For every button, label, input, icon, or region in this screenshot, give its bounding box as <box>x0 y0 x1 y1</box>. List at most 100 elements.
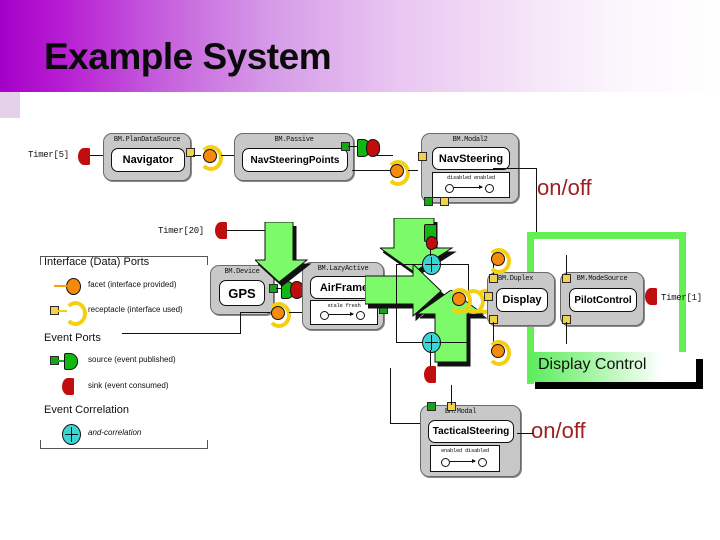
legend-panel: Interface (Data) Ports facet (interface … <box>40 252 208 458</box>
connector <box>396 264 397 342</box>
state-labels: enabled disabled <box>440 447 489 454</box>
component-name: NavSteering <box>432 147 510 170</box>
component-name: Navigator <box>111 148 185 172</box>
legend-item-source-label: source (event published) <box>88 355 176 364</box>
legend-item-sink-label: sink (event consumed) <box>88 381 169 390</box>
component-navigator[interactable]: BM.PlanDataSource Navigator <box>103 133 191 181</box>
legend-section-2-title: Event Ports <box>44 332 101 344</box>
connector <box>493 168 537 169</box>
facet-stem <box>54 285 67 287</box>
and-correlation-icon <box>62 424 81 445</box>
highlight-bar-top <box>527 232 686 239</box>
connector <box>375 155 393 156</box>
connector <box>408 170 418 171</box>
page-title: Example System <box>44 36 332 77</box>
connector <box>193 155 201 156</box>
connector <box>517 433 533 434</box>
flow-arrow-right-center <box>365 264 442 318</box>
event-source-sink-pair-icon <box>357 139 380 157</box>
connector <box>289 312 311 313</box>
facet-receptacle-connector-icon <box>267 302 291 328</box>
receptacle-port-icon <box>418 152 427 161</box>
state-labels: stale fresh <box>327 302 361 309</box>
component-name: NavSteeringPoints <box>242 148 348 172</box>
connector <box>430 350 431 368</box>
annotation-display-control: Display Control <box>528 352 696 382</box>
event-source-sink-pair-icon <box>424 224 446 250</box>
receptacle-port-icon <box>489 274 498 283</box>
event-sink-icon-timer20 <box>215 222 227 239</box>
connector <box>226 230 268 231</box>
component-gps[interactable]: BM.Device GPS <box>210 265 274 315</box>
event-sink-icon-timer5 <box>78 148 90 165</box>
component-tactical-steering[interactable]: BM.Modal TacticalSteering enabled disabl… <box>420 405 521 477</box>
flow-arrow-down-left <box>255 222 309 283</box>
annotation-onoff-top: on/off <box>537 175 592 200</box>
event-source-port-icon <box>379 305 388 314</box>
connector <box>439 342 469 343</box>
component-display[interactable]: BM.Duplex Display <box>487 272 555 326</box>
facet-icon <box>66 278 81 295</box>
slide-banner <box>0 0 720 92</box>
event-sink-icon-timer1 <box>645 288 657 305</box>
receptacle-icon <box>64 301 87 326</box>
connector <box>566 322 567 344</box>
receptacle-port-icon <box>484 292 493 301</box>
connector <box>390 423 420 424</box>
state-machine-nav-steering: disabled enabled <box>432 172 510 198</box>
event-source-icon <box>64 353 78 370</box>
connector <box>122 333 240 334</box>
state-machine-tactical-steering: enabled disabled <box>430 445 500 472</box>
component-pilot-control[interactable]: BM.ModeSource PilotControl <box>560 272 644 326</box>
connector <box>276 288 284 289</box>
highlight-bar-right <box>679 232 686 360</box>
legend-item-and-correlation-label: and-correlation <box>88 428 142 437</box>
timer-20-label: Timer[20] <box>158 226 204 236</box>
receptacle-stem <box>57 310 67 312</box>
connector <box>451 385 452 405</box>
connector <box>493 322 494 344</box>
connector <box>348 146 360 147</box>
connector <box>396 264 422 265</box>
annotation-onoff-bottom: on/off <box>531 418 586 443</box>
component-header: BM.ModeSource <box>576 275 628 283</box>
connector <box>240 312 270 313</box>
facet-receptacle-connector-icon <box>487 248 511 274</box>
component-name: AirFrame <box>310 276 378 299</box>
annotation-display-control-label: Display Control <box>538 356 647 373</box>
component-header: BM.LazyActive <box>317 265 369 273</box>
state-labels: disabled enabled <box>446 174 495 181</box>
legend-section-1-title: Interface (Data) Ports <box>44 256 150 268</box>
component-header: BM.Modal2 <box>452 136 488 144</box>
receptacle-port-icon <box>186 148 195 157</box>
event-sink-icon <box>62 378 74 395</box>
component-header: BM.Passive <box>274 136 314 144</box>
event-sink-icon <box>424 366 436 383</box>
legend-section-3-title: Event Correlation <box>44 404 129 416</box>
event-source-port-icon <box>427 402 436 411</box>
timer-1-label: Timer[1] <box>661 293 702 303</box>
timer-5-label: Timer[5] <box>28 150 69 160</box>
component-header: BM.Modal <box>445 408 477 416</box>
component-name: GPS <box>219 280 265 306</box>
facet-receptacle-connector-icon <box>386 160 410 186</box>
component-nav-steering-points[interactable]: BM.Passive NavSteeringPoints <box>234 133 354 181</box>
component-name: PilotControl <box>569 288 637 312</box>
receptacle-port-icon <box>440 197 449 206</box>
component-name: Display <box>496 288 548 312</box>
legend-item-facet-label: facet (interface provided) <box>88 280 177 289</box>
connector <box>390 368 391 424</box>
receptacle-port-icon <box>562 274 571 283</box>
connector <box>566 255 567 275</box>
source-stem <box>57 360 65 362</box>
component-header: BM.PlanDataSource <box>113 136 181 144</box>
component-name: TacticalSteering <box>428 420 514 443</box>
event-source-port-icon <box>424 197 433 206</box>
connector <box>90 155 108 156</box>
facet-receptacle-connector-icon <box>199 145 223 171</box>
component-header: BM.Duplex <box>498 275 534 283</box>
facet-receptacle-connector-icon <box>487 340 511 366</box>
legend-item-receptacle-label: receptacle (interface used) <box>88 305 183 314</box>
connector <box>536 168 537 232</box>
